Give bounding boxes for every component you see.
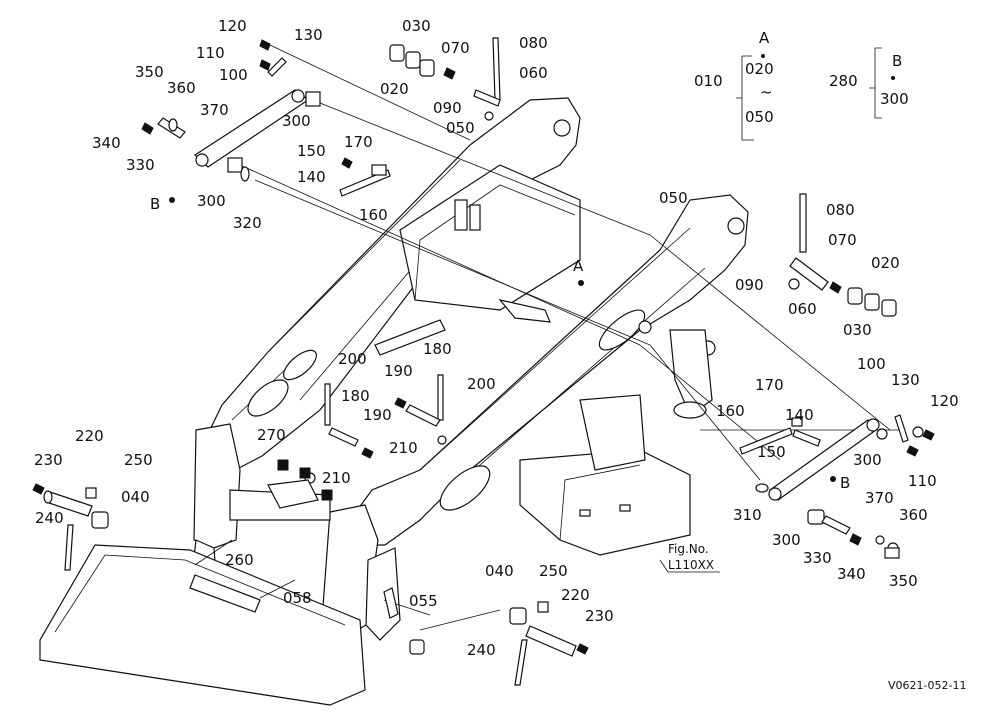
callout-300: 300	[772, 531, 801, 549]
callout-140: 140	[297, 168, 326, 186]
callout-250: 250	[124, 451, 153, 469]
callout-020: 020	[745, 60, 774, 78]
callout-300: 300	[282, 112, 311, 130]
callout-090: 090	[433, 99, 462, 117]
fig-number: L110XX	[668, 558, 714, 572]
callout-330: 330	[126, 156, 155, 174]
fig-leader	[659, 559, 720, 573]
callout-130: 130	[891, 371, 920, 389]
callout-060: 060	[788, 300, 817, 318]
callout-240: 240	[467, 641, 496, 659]
drawing-code: V0621-052-11	[888, 679, 966, 692]
callout-170: 170	[344, 133, 373, 151]
callout-360: 360	[899, 506, 928, 524]
fig-label: Fig.No.	[668, 542, 709, 556]
callout-330: 330	[803, 549, 832, 567]
lower-centre-hardware	[383, 587, 589, 686]
callout-010: 010	[694, 72, 723, 90]
callout-280: 280	[829, 72, 858, 90]
callout-100: 100	[857, 355, 886, 373]
callout-370: 370	[865, 489, 894, 507]
callout-070: 070	[441, 39, 470, 57]
callout-050: 050	[745, 108, 774, 126]
callout-058: 058	[283, 589, 312, 607]
callout-310: 310	[733, 506, 762, 524]
callout-300: 300	[853, 451, 882, 469]
reference-dots	[169, 54, 895, 482]
callout-120: 120	[218, 17, 247, 35]
callout-200: 200	[338, 350, 367, 368]
callout-110: 110	[196, 44, 225, 62]
callout-100: 100	[219, 66, 248, 84]
callout-080: 080	[519, 34, 548, 52]
callout-300: 300	[197, 192, 226, 210]
callout-055: 055	[409, 592, 438, 610]
callout-220: 220	[75, 427, 104, 445]
upper-middle-hardware	[389, 37, 501, 121]
callout-020: 020	[380, 80, 409, 98]
callout-030: 030	[402, 17, 431, 35]
callout-~: ~	[760, 83, 773, 101]
callout-180: 180	[423, 340, 452, 358]
callout-340: 340	[837, 565, 866, 583]
callout-130: 130	[294, 26, 323, 44]
callout-160: 160	[359, 206, 388, 224]
callout-230: 230	[34, 451, 63, 469]
callout-030: 030	[843, 321, 872, 339]
callout-140: 140	[785, 406, 814, 424]
callout-350: 350	[135, 63, 164, 81]
callout-370: 370	[200, 101, 229, 119]
callout-170: 170	[755, 376, 784, 394]
callout-150: 150	[757, 443, 786, 461]
callout-220: 220	[561, 586, 590, 604]
callout-070: 070	[828, 231, 857, 249]
callout-270: 270	[257, 426, 286, 444]
callout-230: 230	[585, 607, 614, 625]
callout-050: 050	[446, 119, 475, 137]
callout-080: 080	[826, 201, 855, 219]
callout-360: 360	[167, 79, 196, 97]
callout-320: 320	[233, 214, 262, 232]
callout-120: 120	[930, 392, 959, 410]
callout-340: 340	[92, 134, 121, 152]
callout-210: 210	[322, 469, 351, 487]
callout-B: B	[150, 195, 160, 213]
callout-190: 190	[363, 406, 392, 424]
callout-260: 260	[225, 551, 254, 569]
callout-350: 350	[889, 572, 918, 590]
callout-180: 180	[341, 387, 370, 405]
callout-240: 240	[35, 509, 64, 527]
callout-020: 020	[871, 254, 900, 272]
lower-left-hardware	[32, 483, 109, 571]
callout-040: 040	[485, 562, 514, 580]
right-boom-arm	[321, 194, 749, 641]
callout-210: 210	[389, 439, 418, 457]
callout-110: 110	[908, 472, 937, 490]
mainframe-bracket	[229, 164, 713, 556]
right-upper-hardware	[788, 193, 897, 317]
callout-090: 090	[735, 276, 764, 294]
upper-left-hardware	[141, 39, 391, 197]
callout-A: A	[759, 29, 770, 47]
callout-A: A	[573, 257, 584, 275]
callout-200: 200	[467, 375, 496, 393]
callout-250: 250	[539, 562, 568, 580]
callout-300: 300	[880, 90, 909, 108]
callout-150: 150	[297, 142, 326, 160]
callout-160: 160	[716, 402, 745, 420]
callout-B: B	[840, 474, 850, 492]
callout-050: 050	[659, 189, 688, 207]
callout-040: 040	[121, 488, 150, 506]
bucket	[39, 544, 366, 706]
callout-B: B	[892, 52, 902, 70]
callout-190: 190	[384, 362, 413, 380]
lower-right-hardware	[739, 414, 935, 559]
centre-hardware	[267, 374, 447, 509]
callout-060: 060	[519, 64, 548, 82]
